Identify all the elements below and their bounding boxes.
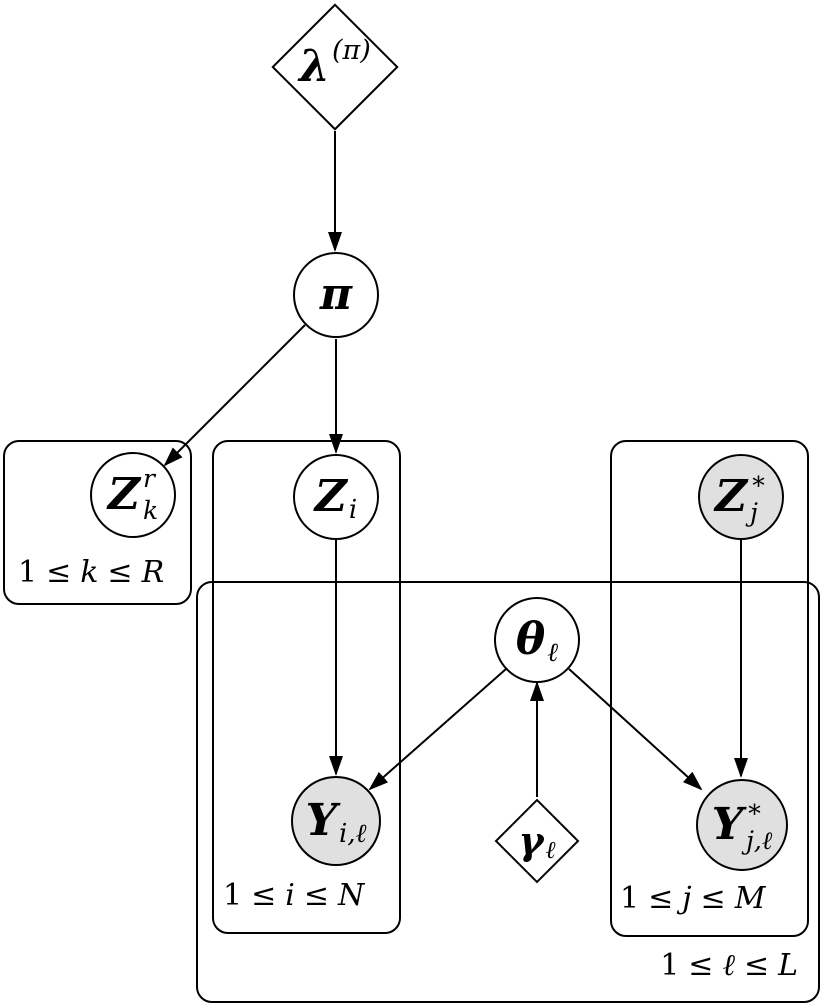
node-y-j-l-star: Y ∗ j,ℓ (696, 779, 788, 871)
plate-j-leq2: ≤ (700, 881, 726, 916)
yjl-subscript: j,ℓ (746, 826, 773, 855)
plate-k-leq2: ≤ (107, 555, 133, 590)
zj-scripts: ∗ j (750, 465, 768, 527)
yjl-superscript: ∗ (746, 793, 764, 823)
gamma-subscript: ℓ (545, 836, 556, 864)
yil-subscript: i,ℓ (339, 819, 367, 849)
zj-subscript: j (750, 498, 758, 527)
plate-i-label: 1 ≤ i ≤ N (223, 878, 364, 913)
zj-symbol: Z (714, 471, 748, 522)
yjl-scripts: ∗ j,ℓ (746, 793, 773, 855)
zj-superscript: ∗ (750, 465, 768, 495)
plate-i (212, 440, 401, 934)
zi-symbol: Z (314, 471, 347, 522)
plate-k-bound: R (141, 555, 165, 590)
plate-j-one: 1 (620, 881, 640, 916)
lambda-symbol: λ (299, 41, 331, 92)
plate-j-label: 1 ≤ j ≤ M (620, 881, 765, 916)
edge-theta-to-yjl (568, 668, 703, 791)
edge-pi-to-zk (163, 324, 306, 467)
zk-superscript: r (142, 463, 155, 493)
plate-k-leq: ≤ (46, 555, 72, 590)
plate-k-label: 1 ≤ k ≤ R (18, 555, 164, 590)
edge-theta-to-yil (368, 668, 507, 791)
zi-subscript: i (348, 495, 358, 525)
plate-l-bound: L (778, 948, 798, 983)
plate-l-var: ℓ (722, 948, 735, 983)
plate-j (610, 440, 809, 937)
plate-i-leq2: ≤ (303, 878, 329, 913)
node-pi: π (293, 252, 379, 338)
zk-symbol: Z (107, 469, 140, 520)
plate-j-bound: M (734, 881, 766, 916)
plate-l-leq: ≤ (688, 948, 714, 983)
plate-k-one: 1 (18, 555, 38, 590)
plate-j-var: j (682, 881, 692, 916)
plate-l-one: 1 (660, 948, 680, 983)
plate-l (196, 581, 820, 1003)
zk-scripts: r k (142, 463, 159, 525)
plate-l-leq2: ≤ (743, 948, 770, 983)
zk-subscript: k (142, 496, 159, 525)
pi-symbol: π (319, 269, 353, 320)
theta-subscript: ℓ (547, 638, 559, 668)
plate-l-label: 1 ≤ ℓ ≤ L (660, 948, 798, 983)
node-z-j-star: Z ∗ j (698, 454, 784, 540)
node-lambda-pi: λ(π) (271, 3, 399, 131)
theta-symbol: θ (515, 614, 546, 665)
plate-k-var: k (80, 555, 99, 590)
plate-i-one: 1 (223, 878, 243, 913)
lambda-superscript: (π) (332, 34, 371, 66)
plate-k (3, 440, 192, 605)
plate-j-leq: ≤ (648, 881, 674, 916)
plate-i-bound: N (337, 878, 365, 913)
gamma-symbol: γ (518, 818, 544, 863)
yil-symbol: Y (305, 795, 337, 846)
plate-i-var: i (285, 878, 295, 913)
node-z-k: Z r k (90, 452, 176, 538)
node-lambda-pi-label: λ(π) (299, 37, 371, 92)
plate-i-leq: ≤ (251, 878, 277, 913)
yjl-symbol: Y (711, 799, 744, 850)
